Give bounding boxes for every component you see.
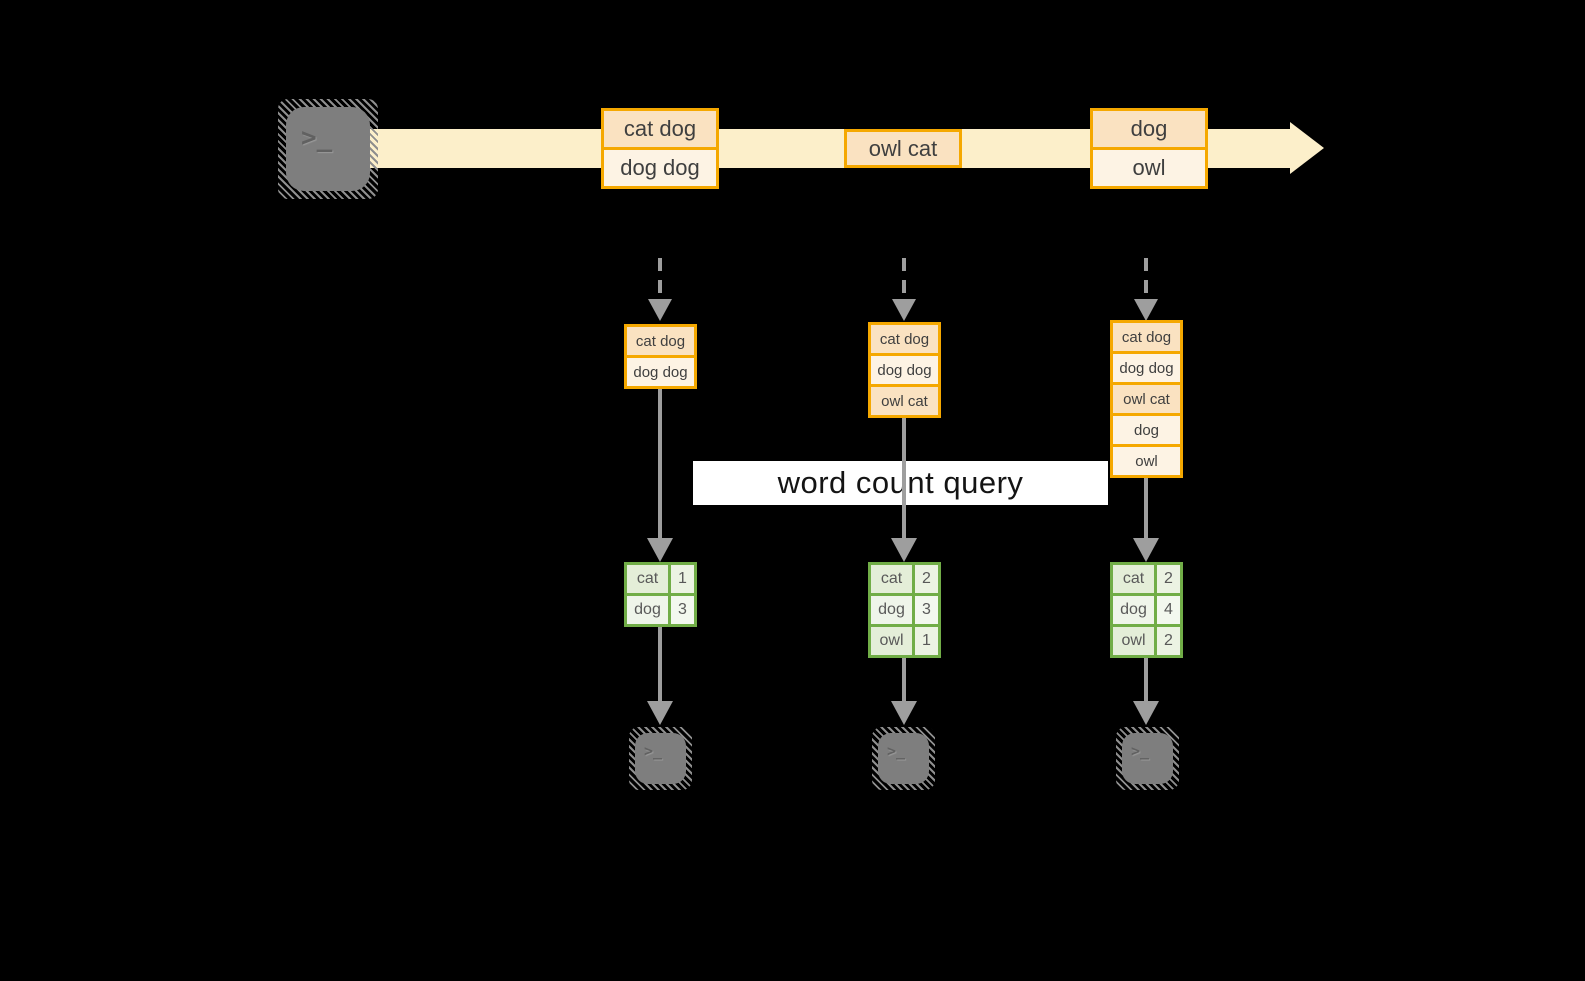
dashed-arrow-line — [658, 258, 662, 300]
batch-line: dog dog — [1113, 351, 1180, 382]
terminal-prompt-icon: >_ — [644, 742, 663, 760]
count-row: dog 3 — [627, 593, 694, 624]
count-word: owl — [1113, 627, 1154, 655]
terminal-screen: >_ — [635, 733, 686, 784]
count-value: 3 — [668, 596, 694, 624]
source-terminal-icon: >_ — [278, 99, 378, 199]
count-row: dog 4 — [1113, 593, 1180, 624]
event-line: owl cat — [847, 132, 959, 165]
arrow-head-icon — [1133, 701, 1159, 725]
batch-line: dog dog — [627, 355, 694, 386]
arrow-line — [658, 627, 662, 701]
batch-line: owl cat — [871, 384, 938, 415]
arrow-head-icon — [647, 538, 673, 562]
count-row: cat 1 — [627, 565, 694, 593]
count-value: 2 — [912, 565, 938, 593]
count-value: 2 — [1154, 627, 1180, 655]
dashed-arrow-head-icon — [892, 299, 916, 321]
count-row: cat 2 — [1113, 565, 1180, 593]
dashed-arrow-line — [902, 258, 906, 300]
count-value: 3 — [912, 596, 938, 624]
arrow-line — [902, 658, 906, 701]
count-row: owl 2 — [1113, 624, 1180, 655]
batch-line: dog dog — [871, 353, 938, 384]
count-row: owl 1 — [871, 624, 938, 655]
count-word: dog — [627, 596, 668, 624]
arrow-line — [658, 389, 662, 538]
batch-line: owl cat — [1113, 382, 1180, 413]
arrow-head-icon — [1133, 538, 1159, 562]
dashed-arrow-line — [1144, 258, 1148, 300]
count-table-2: cat 2 dog 3 owl 1 — [868, 562, 941, 658]
arrow-line — [902, 418, 906, 538]
count-value: 4 — [1154, 596, 1180, 624]
arrow-head-icon — [891, 701, 917, 725]
dashed-arrow-head-icon — [1134, 299, 1158, 321]
count-value: 1 — [668, 565, 694, 593]
arrow-line — [1144, 478, 1148, 538]
stream-event-box-3: dog owl — [1090, 108, 1208, 189]
batch-line: dog — [1113, 413, 1180, 444]
event-line: dog dog — [604, 147, 716, 186]
count-word: dog — [871, 596, 912, 624]
count-row: dog 3 — [871, 593, 938, 624]
event-line: owl — [1093, 147, 1205, 186]
count-word: owl — [871, 627, 912, 655]
batch-line: cat dog — [627, 327, 694, 355]
count-word: cat — [627, 565, 668, 593]
count-table-1: cat 1 dog 3 — [624, 562, 697, 627]
stream-event-box-1: cat dog dog dog — [601, 108, 719, 189]
terminal-prompt-icon: >_ — [1131, 742, 1150, 760]
event-line: cat dog — [604, 111, 716, 147]
event-line: dog — [1093, 111, 1205, 147]
batch-line: owl — [1113, 444, 1180, 475]
sink-terminal-icon-1: >_ — [629, 727, 692, 790]
count-word: cat — [871, 565, 912, 593]
batch-line: cat dog — [871, 325, 938, 353]
batch-stack-1: cat dog dog dog — [624, 324, 697, 389]
sink-terminal-icon-3: >_ — [1116, 727, 1179, 790]
sink-terminal-icon-2: >_ — [872, 727, 935, 790]
count-value: 1 — [912, 627, 938, 655]
count-word: dog — [1113, 596, 1154, 624]
batch-stack-2: cat dog dog dog owl cat — [868, 322, 941, 418]
count-row: cat 2 — [871, 565, 938, 593]
arrow-head-icon — [891, 538, 917, 562]
terminal-prompt-icon: >_ — [301, 123, 333, 153]
terminal-screen: >_ — [1122, 733, 1173, 784]
stream-arrowhead-icon — [1290, 122, 1324, 174]
terminal-screen: >_ — [878, 733, 929, 784]
count-table-3: cat 2 dog 4 owl 2 — [1110, 562, 1183, 658]
arrow-line — [1144, 658, 1148, 701]
terminal-prompt-icon: >_ — [887, 742, 906, 760]
dashed-arrow-head-icon — [648, 299, 672, 321]
query-label-text: word count query — [777, 465, 1024, 500]
terminal-screen: >_ — [286, 107, 370, 191]
count-value: 2 — [1154, 565, 1180, 593]
query-label: word count query — [693, 461, 1108, 505]
stream-event-box-2: owl cat — [844, 129, 962, 168]
arrow-head-icon — [647, 701, 673, 725]
batch-line: cat dog — [1113, 323, 1180, 351]
batch-stack-3: cat dog dog dog owl cat dog owl — [1110, 320, 1183, 478]
count-word: cat — [1113, 565, 1154, 593]
